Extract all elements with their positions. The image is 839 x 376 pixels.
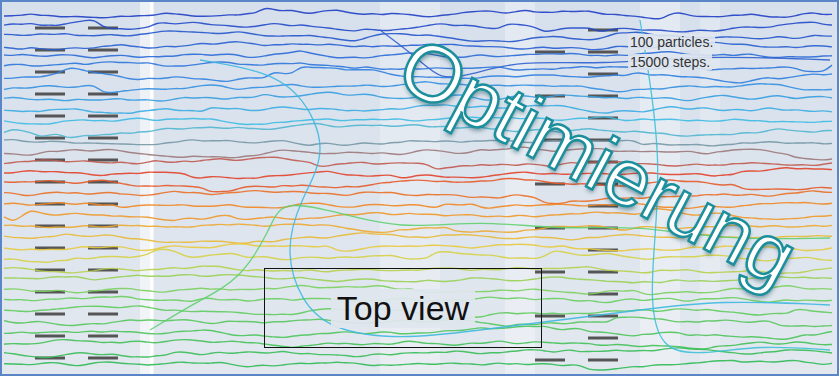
baffle-dash — [88, 335, 118, 338]
baffle-dash — [88, 313, 118, 316]
particle-trace — [4, 9, 832, 19]
particle-trace — [4, 140, 832, 146]
particle-trace — [4, 123, 832, 137]
baffle-dash — [88, 137, 118, 140]
box-text: Top view — [331, 289, 475, 328]
baffle-dash — [88, 115, 118, 118]
baffle-dash — [35, 313, 65, 316]
particle-trace — [4, 275, 832, 283]
particle-trace — [4, 326, 832, 339]
baffle-dash — [535, 271, 565, 274]
baffle-dash — [35, 335, 65, 338]
baffle-dash — [35, 27, 65, 30]
baffle-dash — [35, 93, 65, 96]
baffle-dash — [35, 115, 65, 118]
baffle-dash — [88, 49, 118, 52]
baffle-dash — [535, 315, 565, 318]
baffle-dash — [588, 359, 618, 362]
baffle-dash — [535, 51, 565, 54]
particle-trace — [4, 360, 832, 370]
particle-trace — [4, 147, 832, 160]
caption-box: Top view — [264, 268, 542, 348]
baffle-dash — [88, 93, 118, 96]
baffle-dash — [35, 137, 65, 140]
note-text: 15000 steps. — [628, 54, 712, 70]
note-text: 100 particles. — [628, 34, 715, 50]
particle-traces — [4, 9, 832, 370]
baffle-dash — [588, 51, 618, 54]
baffle-dash — [88, 357, 118, 360]
baffle-dash — [535, 359, 565, 362]
baffle-dash — [588, 337, 618, 340]
particle-trace — [4, 20, 832, 32]
particle-trace — [4, 157, 832, 169]
